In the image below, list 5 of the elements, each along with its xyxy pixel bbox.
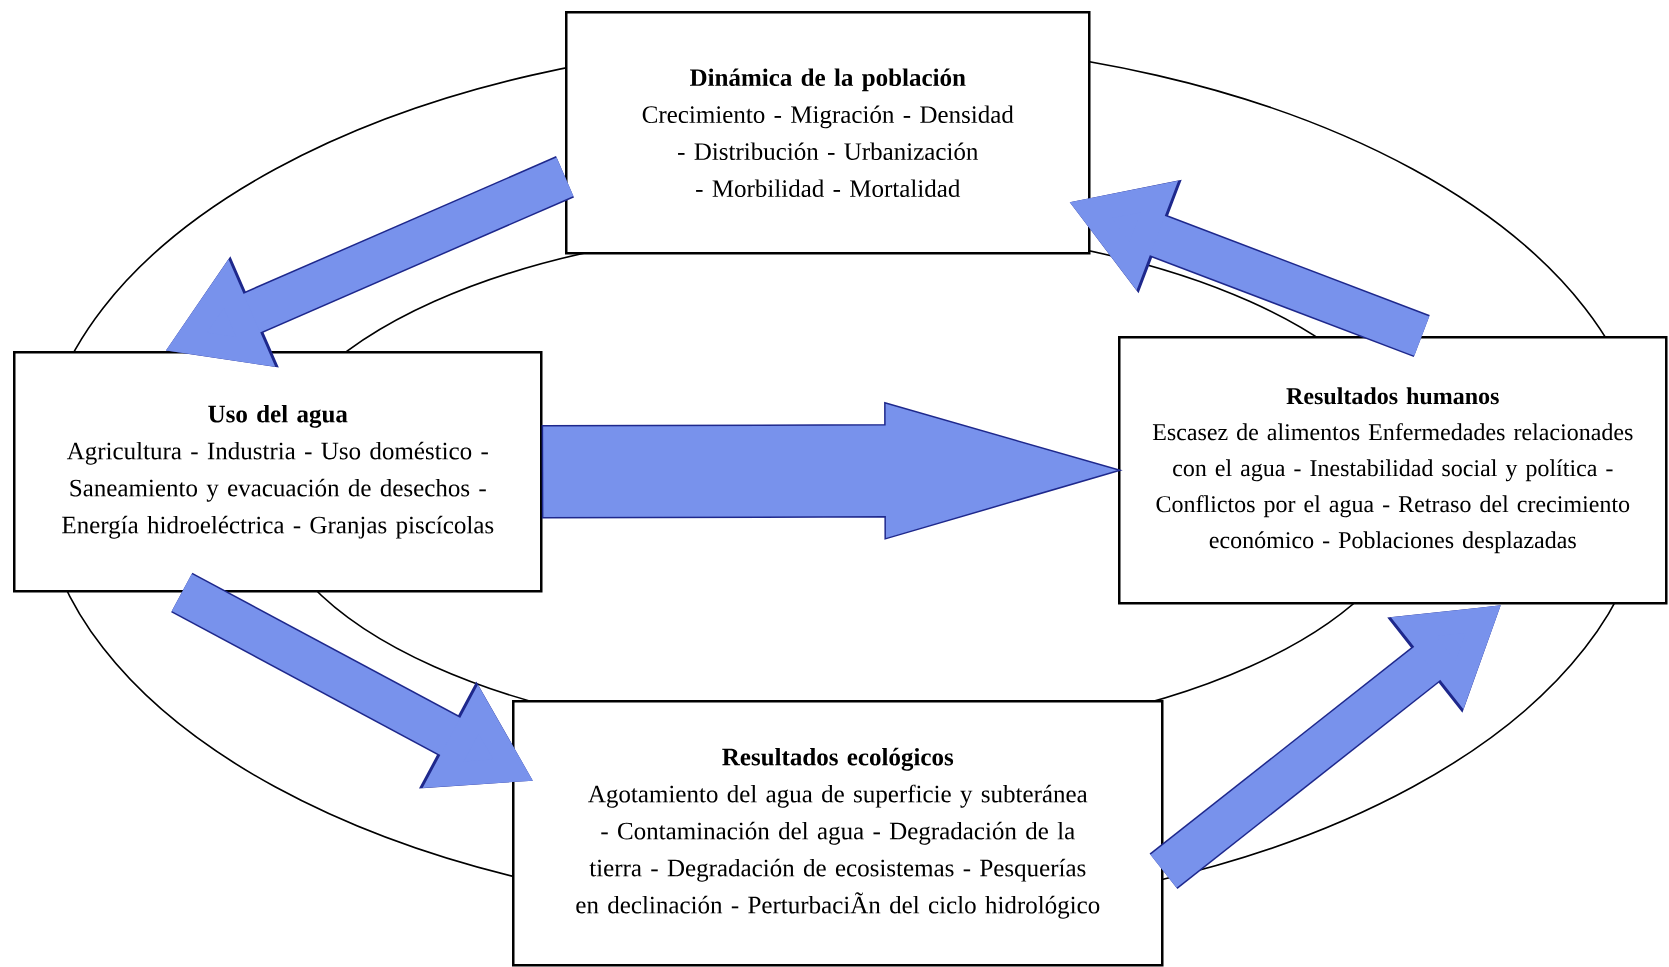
text-box: Uso del agua Agricultura - Industria - Uso doméstico - Saneamiento y evacuación de desechos - Energía hidroeléctrica - Granjas piscícolas [13,351,543,593]
text-box: Resultados ecológicos Agotamiento del agua de superficie y subteránea - Contaminación del agua - Degradación de la tierra - Degradación de ecosistemas - Pesquerías en declinación - PerturbaciÃn del ciclo hidrológico [512,700,1164,967]
block-arrow [541,401,1123,540]
text-box: Dinámica de la población Crecimiento - Migración - Densidad - Distribución - Urbanización - Morbilidad - Mortalidad [565,11,1091,255]
text-box: Resultados humanos Escasez de alimentos Enfermedades relacionades con el agua - Inestabilidad social y política - Conflictos por el agua - Retraso del crecimiento económico - Poblaciones desplazadas [1118,336,1668,605]
